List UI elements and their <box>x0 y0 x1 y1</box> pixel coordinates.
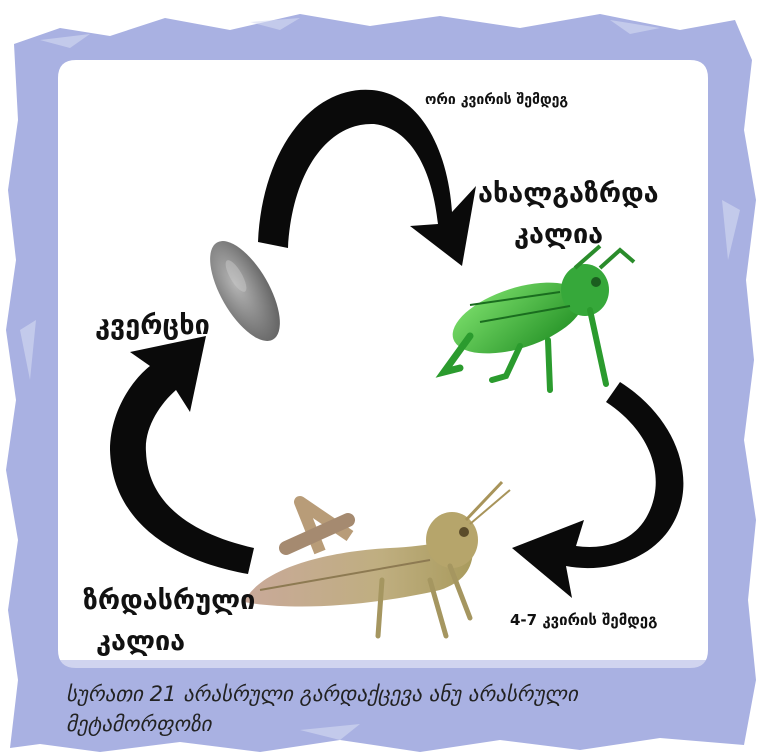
stage-label-adult-line1: ზრდასრული <box>83 585 255 616</box>
figure-caption-line1: სურათი 21 არასრული გარდაქცევა ანუ არასრუ… <box>66 682 578 706</box>
stage-label-young-line2: კალია <box>514 219 603 250</box>
young-grasshopper-image <box>444 246 634 390</box>
time-label-two-weeks: ორი კვირის შემდეგ <box>425 92 568 108</box>
time-label-four-seven-weeks: 4-7 კვირის შემდეგ <box>510 611 657 629</box>
arrow-top-cycle <box>258 90 476 266</box>
figure-caption-line2: მეტამორფოზი <box>66 712 211 736</box>
arrow-right-cycle <box>512 382 683 598</box>
egg-image <box>196 231 294 352</box>
adult-grasshopper-image <box>244 482 510 636</box>
stage-label-egg: კვერცხი <box>95 310 210 341</box>
stage-label-young-line1: ახალგაზრდა <box>478 178 659 209</box>
arrow-left-cycle <box>110 336 254 574</box>
stage-label-adult-line2: კალია <box>96 626 185 657</box>
